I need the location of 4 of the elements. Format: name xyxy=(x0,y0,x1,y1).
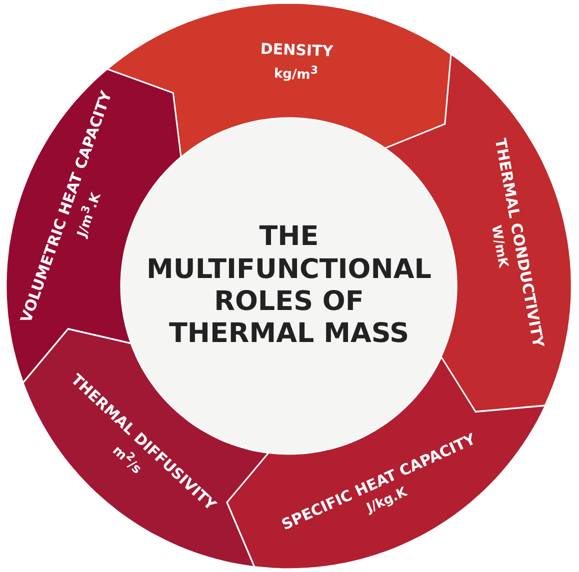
segment-title: DENSITY xyxy=(260,39,334,60)
center-title: THE MULTIFUNCTIONAL ROLES OF THERMAL MASS xyxy=(146,221,432,351)
unit-label: kg/m$^{3}$ xyxy=(273,62,320,84)
unit-label: W/mK xyxy=(487,224,512,272)
